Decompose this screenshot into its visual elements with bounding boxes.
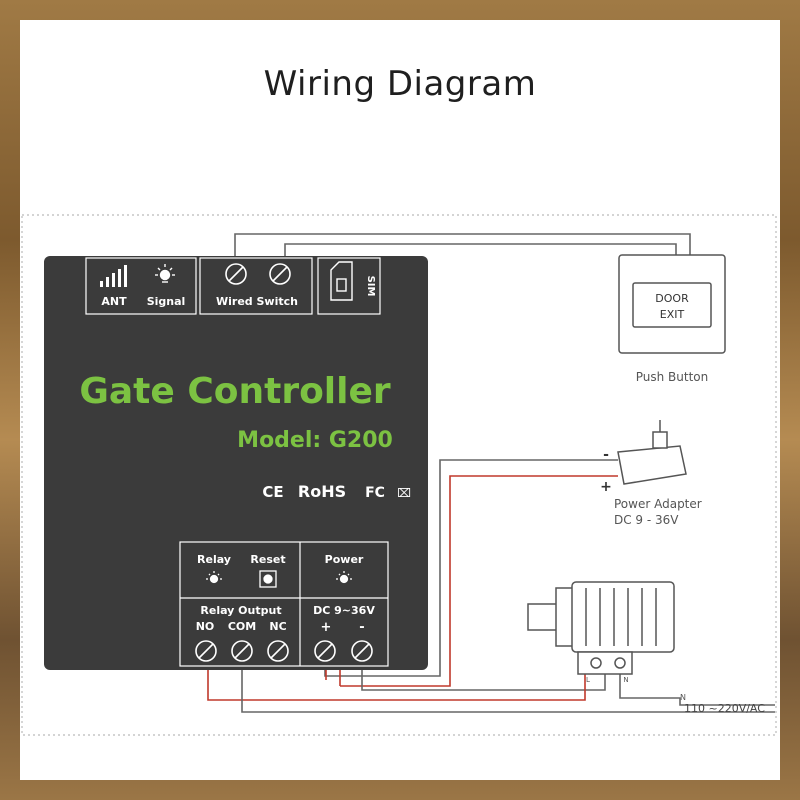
power-led-icon [336, 571, 352, 584]
controller-model: Model: G200 [237, 428, 393, 453]
dc-plus-label: + [321, 620, 332, 635]
nc-label: NC [269, 620, 286, 633]
push-button-caption: Push Button [636, 370, 709, 384]
adapter-caption: Power Adapter [614, 497, 702, 511]
mains-voltage-label: 110 ~220V/AC [684, 702, 765, 715]
power-screw-terminals [314, 640, 373, 662]
cert-weee-icon: ⌧ [397, 486, 411, 500]
signal-label: Signal [147, 295, 186, 308]
signal-bars-icon [100, 265, 127, 287]
adapter-minus-label: - [603, 447, 609, 463]
no-label: NO [196, 620, 215, 633]
exit-label: EXIT [660, 308, 685, 321]
motor-icon [527, 581, 675, 675]
wired-switch-box [199, 257, 313, 315]
wire-adapter-plus [340, 475, 618, 687]
door-exit-button [632, 282, 712, 328]
cert-fc: FC [365, 485, 385, 501]
relay-led-icon [206, 571, 222, 584]
reset-button-icon [259, 570, 277, 588]
dc-voltage-label: DC 9~36V [313, 604, 375, 617]
motor-terminal-n: N [623, 676, 628, 684]
cert-rohs: RoHS [298, 482, 346, 501]
adapter-spec: DC 9 - 36V [614, 513, 679, 527]
ant-label: ANT [101, 295, 127, 308]
relay-output-label: Relay Output [200, 604, 281, 617]
wire-push-button-a [234, 233, 691, 258]
sim-card-icon [330, 261, 353, 301]
wired-switch-terminal-icon [225, 263, 291, 285]
motor-terminal-l: L [586, 676, 590, 684]
adapter-plus-label: + [600, 479, 612, 495]
sim-box [317, 257, 381, 315]
page-title: Wiring Diagram [263, 64, 537, 104]
door-label: DOOR [655, 292, 689, 305]
mains-n-label: N [680, 693, 686, 702]
com-label: COM [228, 620, 256, 633]
wired-switch-label: Wired Switch [216, 295, 298, 308]
wire-relay-no [207, 664, 586, 701]
signal-led-icon [155, 264, 175, 283]
relay-label: Relay [197, 553, 231, 566]
terminal-panel [179, 541, 389, 667]
wire-push-button-b [284, 243, 677, 258]
wire-adapter-minus [324, 459, 618, 677]
controller-name: Gate Controller [79, 371, 391, 412]
reset-label: Reset [250, 553, 285, 566]
dc-minus-label: - [359, 620, 364, 635]
dotted-boundary [21, 214, 777, 736]
ant-signal-box [85, 257, 197, 315]
relay-screw-terminals [195, 640, 289, 662]
power-label: Power [325, 553, 364, 566]
gate-controller-body [44, 256, 428, 670]
power-adapter-icon [617, 420, 687, 485]
sim-label: SIM [365, 276, 376, 297]
wire-relay-com [241, 664, 775, 713]
wire-dc-minus [361, 664, 606, 691]
wire-motor-n [619, 672, 775, 706]
cert-ce: CE [262, 483, 283, 501]
